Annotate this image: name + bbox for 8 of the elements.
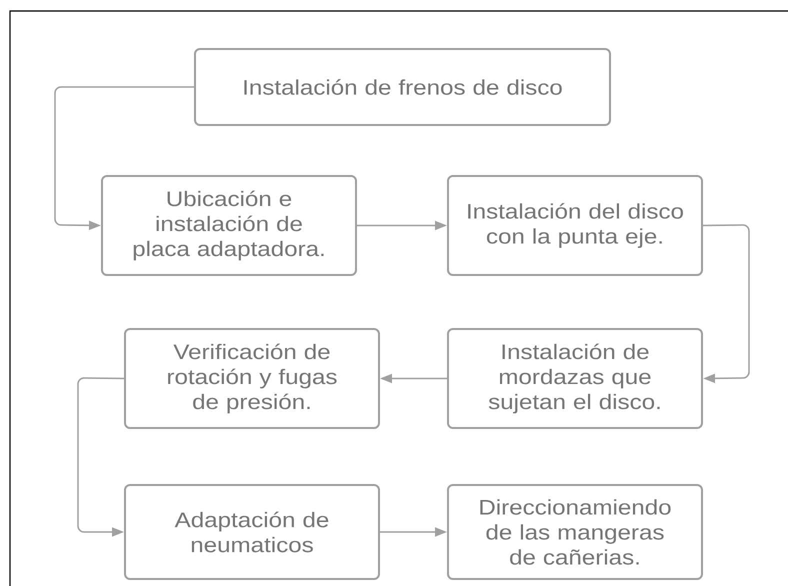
process-box: Direccionamiendo de las mangeras de cañerias. [447,484,703,580]
arrow [703,224,750,384]
process-box: Instalación de mordazas que sujetan el disco. [447,328,703,429]
process-box: Instalación de frenos de disco [194,48,611,126]
process-box: Adaptación de neumaticos [124,484,380,580]
process-box: Ubicación e instalación de placa adaptadora. [101,175,357,276]
process-box: Instalación del disco con la punta eje. [447,175,703,276]
process-box: Verificación de rotación y fugas de presión. [124,328,380,429]
